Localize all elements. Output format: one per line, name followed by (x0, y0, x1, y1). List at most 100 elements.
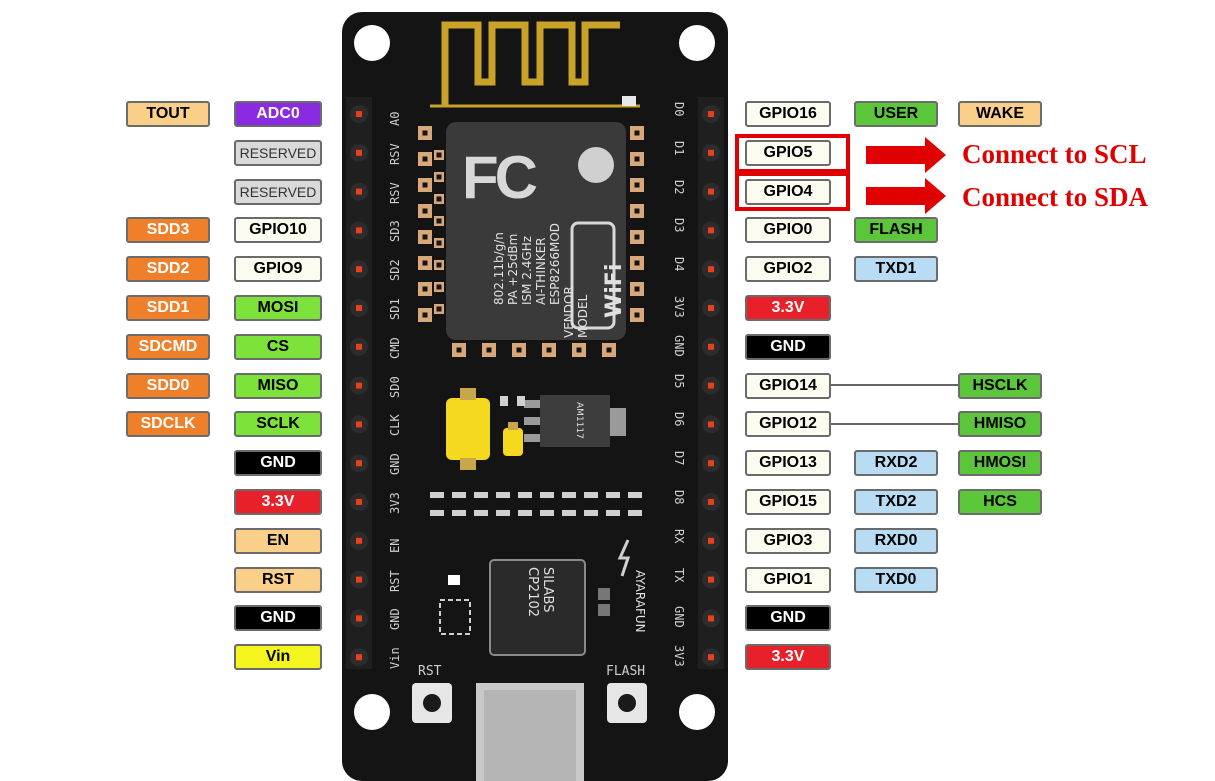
right-pin-alt2-label: WAKE (958, 101, 1042, 127)
left-pin-label: GND (234, 605, 322, 632)
right-pin-gpio-label: GPIO12 (745, 411, 831, 438)
left-pin-silk-label: RST (388, 569, 402, 592)
sda-annotation: Connect to SDA (962, 182, 1148, 212)
left-pin-label: RESERVED (234, 178, 322, 205)
right-pin-silk-label: D5 (672, 373, 686, 389)
right-pin-gpio-label: GPIO14 (745, 372, 831, 399)
arrow-right-icon (866, 178, 946, 214)
right-pin-silk-label: GND (672, 606, 686, 629)
left-pin-function-label: MISO (234, 372, 322, 399)
left-pin-alt-label: SDD0 (126, 372, 210, 399)
left-pin-alt-label: SDD2 (126, 256, 210, 283)
left-pin-silk-label: RSV (388, 181, 402, 204)
right-pin-gpio-label: GPIO15 (745, 489, 831, 515)
left-pin-alt-label: SDD1 (126, 295, 210, 321)
left-pin-label: Vin (234, 644, 322, 671)
left-pin-silk-label: SD2 (388, 259, 402, 282)
right-pin-silk-label: TX (672, 567, 686, 583)
wifi-logo (570, 221, 616, 330)
usb-chip-line1: SILABS (540, 567, 555, 613)
right-pin-alt-label: TXD1 (854, 256, 938, 283)
mounting-hole (679, 694, 715, 730)
lightning-icon (617, 539, 631, 577)
arrow-right-icon (866, 137, 946, 173)
left-pin-label: GND (234, 450, 322, 477)
left-pin-label: EN (234, 527, 322, 554)
right-pin-alt-label: USER (854, 101, 938, 127)
left-pin-silk-label: Vin (388, 647, 402, 670)
right-pin-gpio-label: GND (745, 605, 831, 632)
right-pin-gpio-label: GPIO5 (745, 139, 831, 166)
right-pin-alt-label: TXD2 (854, 489, 938, 515)
left-pin-silk-label: GND (388, 608, 402, 631)
right-pin-silk-label: GND (672, 334, 686, 357)
scl-highlight-box (735, 134, 850, 173)
left-pin-silk-label: CLK (388, 414, 402, 437)
left-pin-function-label: CS (234, 333, 322, 360)
regulator-label: AM1117 (574, 402, 584, 439)
smd-pad-row (430, 492, 642, 516)
left-pin-silk-label: SD1 (388, 298, 402, 320)
right-pin-silk-label: D1 (672, 140, 686, 156)
mounting-hole (354, 25, 390, 61)
left-pin-label: RESERVED (234, 139, 322, 166)
right-pin-gpio-label: GPIO2 (745, 256, 831, 283)
right-pin-gpio-label: GND (745, 333, 831, 360)
right-pin-silk-label: 3V3 (672, 296, 686, 318)
tantalum-capacitor (446, 398, 490, 460)
left-pin-alt-label: SDCLK (126, 411, 210, 438)
rst-button-label: RST (418, 664, 442, 679)
right-pin-gpio-label: 3.3V (745, 295, 831, 321)
right-pin-gpio-label: GPIO4 (745, 178, 831, 205)
right-pin-alt-label: HMISO (958, 411, 1042, 438)
left-pin-function-label: SCLK (234, 411, 322, 438)
left-pin-silk-label: SD0 (388, 375, 402, 398)
right-pin-gpio-label: GPIO16 (745, 101, 831, 127)
left-pin-silk-label: A0 (388, 111, 402, 126)
right-pin-silk-label: D7 (672, 451, 686, 466)
small-capacitor (503, 428, 523, 456)
left-pin-function-label: GPIO10 (234, 217, 322, 244)
right-pin-silk-label: D2 (672, 179, 686, 195)
right-pin-silk-label: RX (672, 528, 686, 544)
left-pin-silk-label: GND (388, 453, 402, 476)
right-pin-silk-label: D0 (672, 102, 686, 117)
right-pin-alt-label: TXD0 (854, 566, 938, 593)
left-pin-silk-label: RSV (388, 143, 402, 165)
right-pin-alt-label: RXD2 (854, 450, 938, 477)
mounting-hole (679, 25, 715, 61)
usb-chip-line2: CP2102 (525, 567, 540, 618)
module-model: ESP8266MOD (548, 222, 562, 305)
fc-mark: FC (462, 144, 538, 211)
regulator-chip (540, 395, 610, 447)
right-pin-gpio-label: GPIO3 (745, 527, 831, 554)
right-pin-gpio-label: GPIO13 (745, 450, 831, 477)
module-model-label: MODEL (576, 294, 590, 338)
module-standard: 802.11b/g/n (492, 232, 506, 305)
module-power: PA +25dBm (506, 233, 520, 305)
right-pin-gpio-label: GPIO0 (745, 217, 831, 244)
right-pin-alt-label: RXD0 (854, 527, 938, 554)
antenna-trace (441, 21, 620, 106)
wifi-label: WiFi (602, 263, 627, 318)
module-pads (418, 126, 644, 357)
left-pin-alt-label: SDD3 (126, 217, 210, 244)
sda-highlight-box (735, 172, 850, 211)
left-pin-silk-label: 3V3 (388, 492, 402, 514)
esp-module-shield (446, 122, 626, 340)
right-pin-alt2-label: HCS (958, 489, 1042, 515)
left-pin-label: 3.3V (234, 489, 322, 515)
left-pin-label: RST (234, 566, 322, 593)
left-pin-alt-label: SDCMD (126, 333, 210, 360)
right-header-pins (702, 105, 720, 667)
left-pin-silk-label: CMD (388, 337, 402, 359)
left-pin-function-label: GPIO9 (234, 256, 322, 283)
left-header-pins (350, 105, 368, 667)
right-pin-alt2-label: HMOSI (958, 450, 1042, 477)
led-smd (622, 96, 636, 106)
left-pin-function-label: MOSI (234, 295, 322, 321)
right-pin-alt-label: FLASH (854, 217, 938, 244)
right-pin-silk-label: D6 (672, 412, 686, 427)
mounting-hole (354, 694, 390, 730)
